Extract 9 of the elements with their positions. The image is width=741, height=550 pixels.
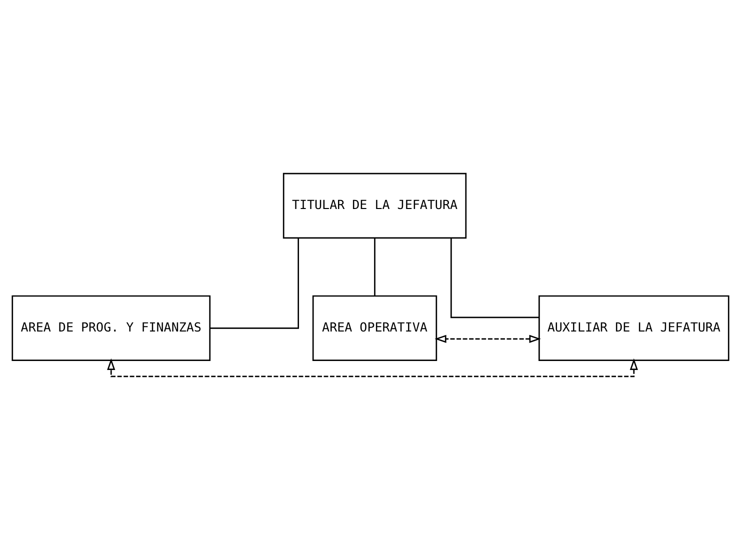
arrow [434, 334, 541, 343]
connector [450, 238, 540, 318]
node-box: AREA OPERATIVA [312, 295, 438, 361]
node-box: AUXILIAR DE LA JEFATURA [538, 295, 730, 361]
connector [210, 238, 299, 329]
arrow [107, 358, 638, 378]
node-box: TITULAR DE LA JEFATURA [282, 172, 467, 239]
connector [374, 238, 376, 296]
node-box: AREA DE PROG. Y FINANZAS [12, 295, 211, 361]
